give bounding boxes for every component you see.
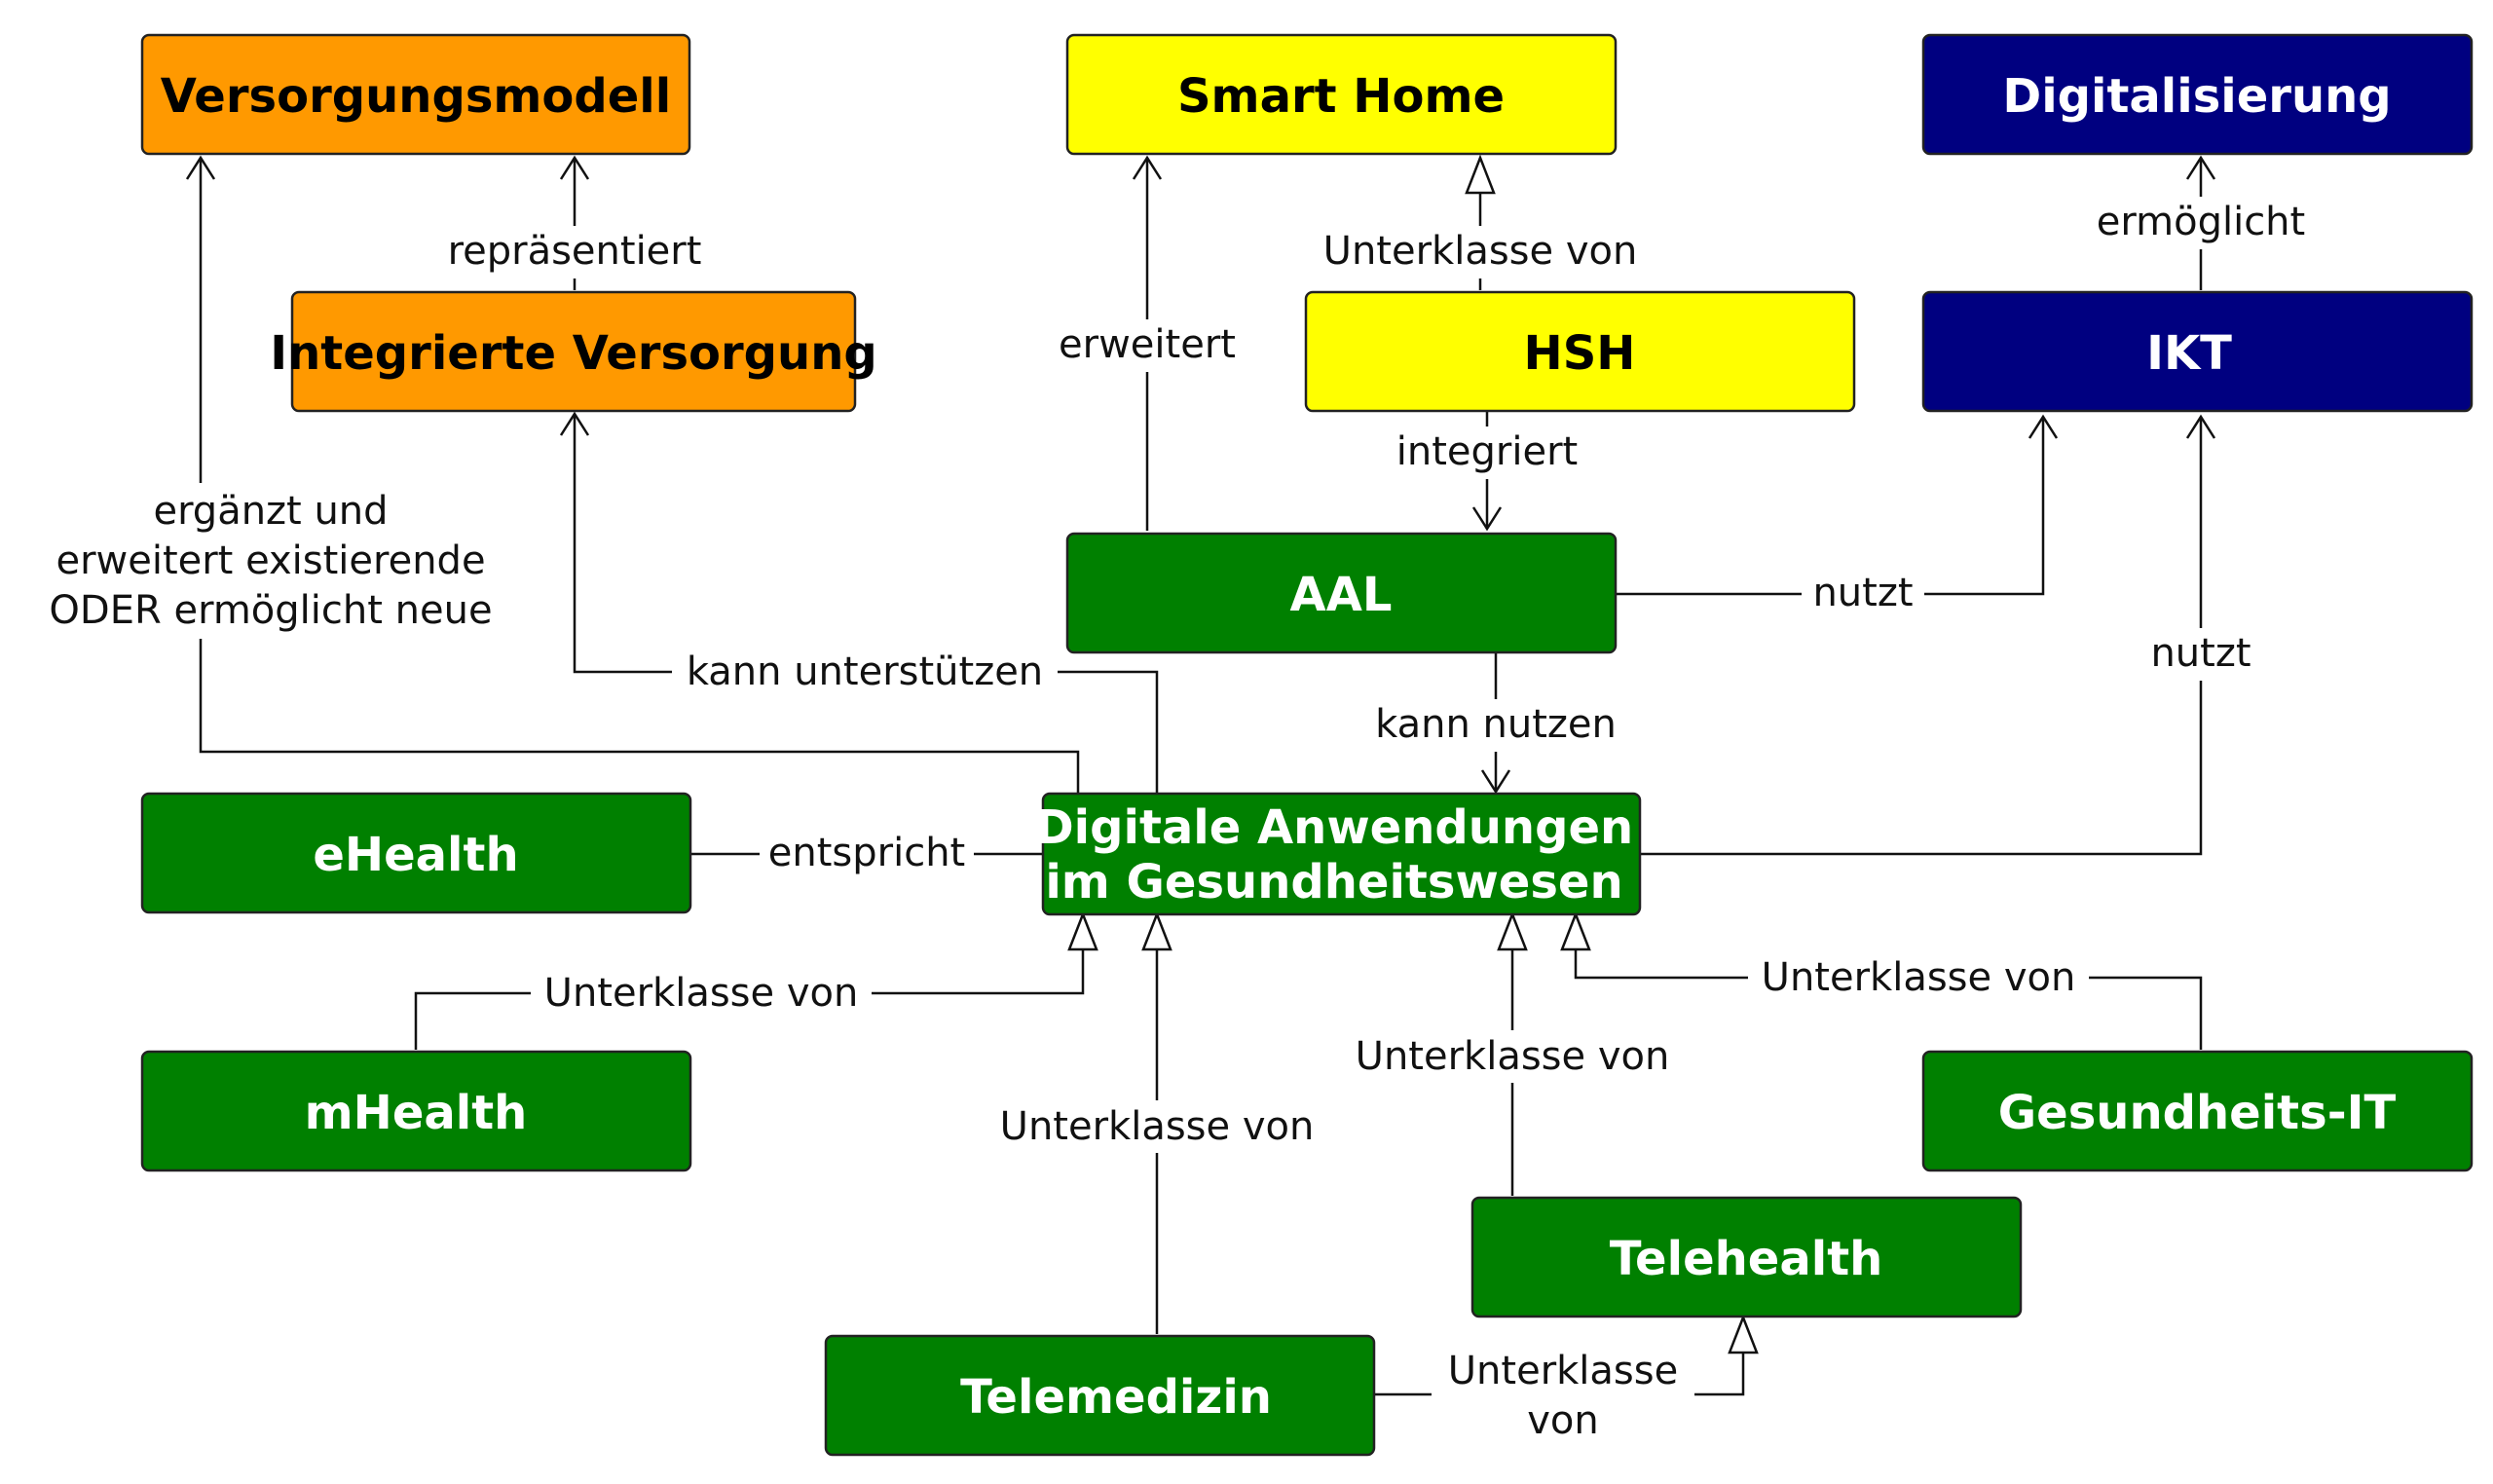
node-mhealth: mHealth — [140, 1050, 692, 1172]
node-hsh: HSH — [1304, 290, 1856, 413]
label-repraesentiert: repräsentiert — [448, 229, 702, 274]
node-gesundheits-it: Gesundheits-IT — [1921, 1050, 2474, 1172]
node-smart-home: Smart Home — [1065, 33, 1618, 156]
label-hsh-unterklasse: Unterklasse von — [1323, 229, 1638, 274]
node-label: Integrierte Versorgung — [270, 326, 876, 381]
node-label: Smart Home — [1177, 69, 1505, 124]
label-telemedizin-telehealth-line2: von — [1527, 1398, 1599, 1443]
label-ergaenzt-line3: ODER ermöglicht neue — [49, 588, 492, 633]
node-label: mHealth — [305, 1086, 528, 1140]
node-label-line1: Digitale Anwendungen — [1035, 800, 1633, 855]
node-label: HSH — [1524, 326, 1636, 381]
node-label: Gesundheits-IT — [1998, 1086, 2397, 1140]
node-ikt: IKT — [1921, 290, 2474, 413]
node-label: Telemedizin — [960, 1370, 1272, 1425]
label-ermoeglicht: ermöglicht — [2097, 200, 2305, 244]
open-arrow-icon — [1480, 769, 1511, 795]
label-gesundheits-it-unterklasse: Unterklasse von — [1762, 955, 2076, 1000]
node-label: AAL — [1290, 568, 1393, 622]
node-label: IKT — [2146, 326, 2232, 381]
node-versorgungsmodell: Versorgungsmodell — [140, 33, 691, 156]
open-arrow-icon — [185, 155, 216, 180]
label-dag-nutzt: nutzt — [2150, 631, 2251, 676]
label-telehealth-unterklasse: Unterklasse von — [1356, 1034, 1670, 1079]
triangle-arrow-icon — [1560, 910, 1591, 951]
label-integriert: integriert — [1396, 429, 1578, 474]
edge-aal-ikt — [1616, 417, 2045, 596]
node-digitale-anwendungen: Digitale Anwendungen im Gesundheitswesen — [1035, 792, 1642, 916]
triangle-arrow-icon — [1465, 154, 1496, 195]
node-label-line2: im Gesundheitswesen — [1045, 855, 1622, 909]
node-label: Telehealth — [1610, 1232, 1883, 1286]
open-arrow-icon — [2028, 414, 2059, 439]
label-mhealth-unterklasse: Unterklasse von — [544, 971, 859, 1016]
label-telemedizin-telehealth-line1: Unterklasse — [1448, 1349, 1678, 1393]
triangle-arrow-icon — [1728, 1314, 1759, 1354]
node-telehealth: Telehealth — [1470, 1196, 2023, 1318]
label-ergaenzt-line1: ergänzt und — [153, 489, 388, 534]
nodes: Versorgungsmodell Smart Home Digitalisie… — [140, 33, 2474, 1457]
label-entspricht: entspricht — [768, 831, 965, 875]
label-aal-nutzt: nutzt — [1812, 571, 1913, 615]
label-kann-nutzen: kann nutzen — [1375, 702, 1617, 747]
open-arrow-icon — [559, 411, 590, 436]
triangle-arrow-icon — [1141, 910, 1172, 951]
node-integrierte-versorgung: Integrierte Versorgung — [270, 290, 877, 413]
edge-dag-versorgungsmodell — [199, 158, 1080, 794]
label-erweitert: erweitert — [1059, 322, 1236, 367]
open-arrow-icon — [1471, 506, 1503, 532]
label-telemedizin-unterklasse: Unterklasse von — [1000, 1104, 1315, 1149]
triangle-arrow-icon — [1067, 910, 1098, 951]
node-label: Versorgungsmodell — [161, 69, 671, 124]
open-arrow-icon — [2185, 414, 2216, 439]
open-arrow-icon — [1132, 155, 1163, 180]
node-ehealth: eHealth — [140, 792, 692, 914]
edge-labels: repräsentiert Unterklasse von ermöglicht… — [29, 197, 2332, 1449]
arrowheads — [185, 154, 2216, 1354]
node-label: Digitalisierung — [2002, 69, 2391, 124]
node-telemedizin: Telemedizin — [824, 1334, 1376, 1457]
node-label: eHealth — [313, 828, 518, 882]
triangle-arrow-icon — [1497, 910, 1528, 951]
label-kann-unterstuetzen: kann unterstützen — [687, 649, 1043, 694]
open-arrow-icon — [2185, 155, 2216, 180]
node-digitalisierung: Digitalisierung — [1921, 33, 2474, 156]
open-arrow-icon — [559, 155, 590, 180]
node-aal: AAL — [1065, 532, 1618, 654]
label-ergaenzt-line2: erweitert existierende — [56, 538, 485, 583]
edge-dag-ikt — [1639, 417, 2203, 856]
